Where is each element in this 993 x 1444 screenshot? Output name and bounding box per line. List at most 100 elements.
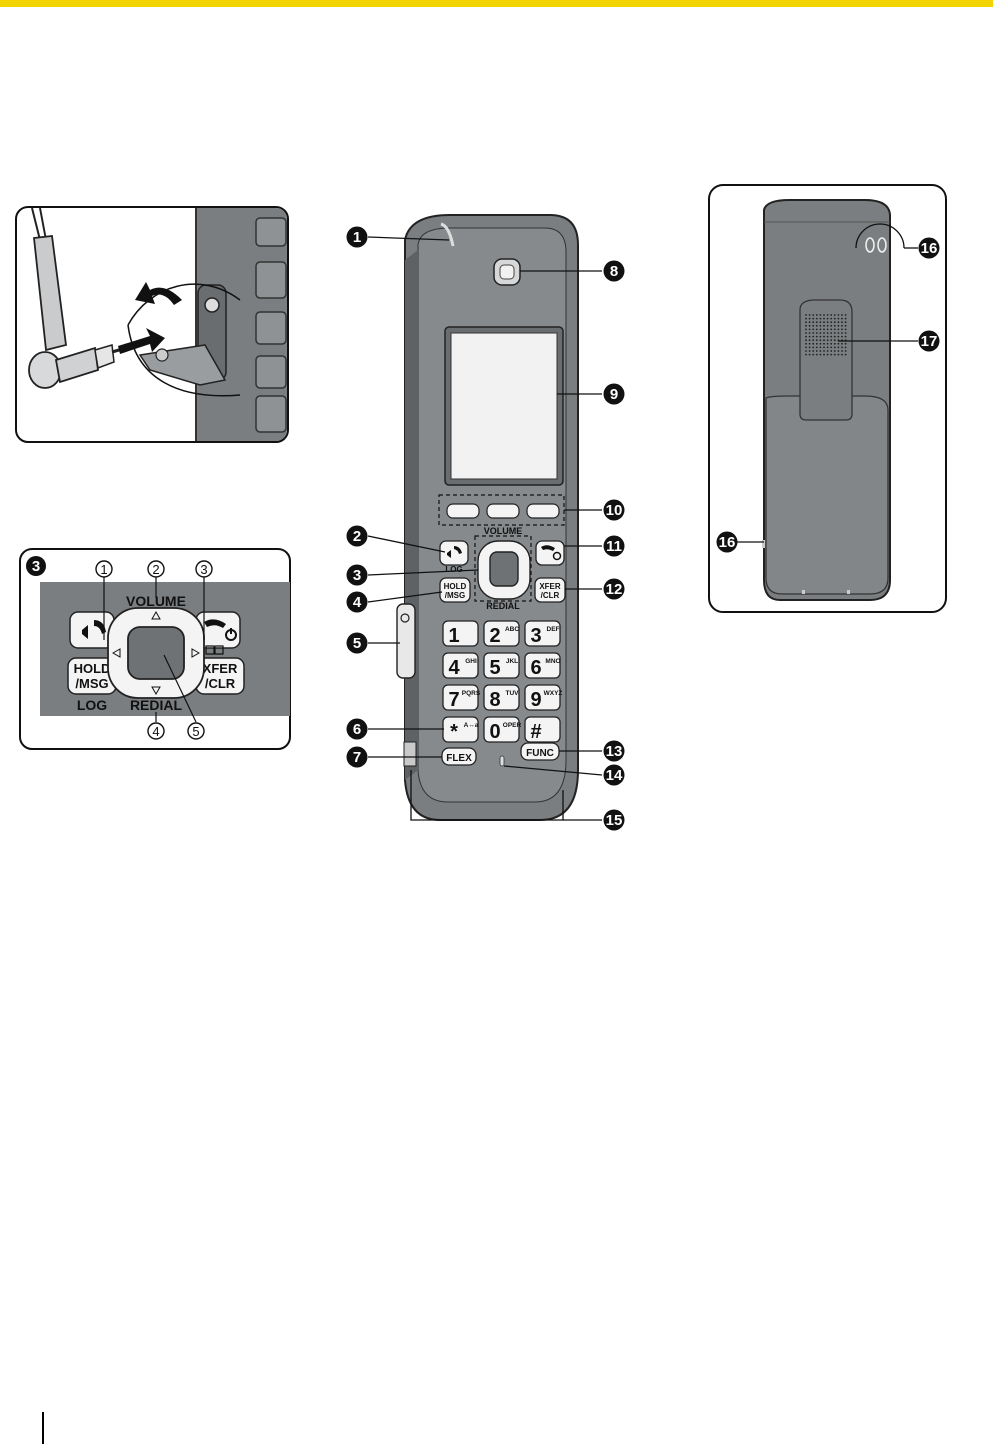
front-volume-label: VOLUME (484, 526, 523, 536)
callout-17: 17 (919, 331, 940, 352)
grill-hole (812, 321, 814, 323)
dialpad-digit: 4 (448, 657, 460, 679)
inset-point-1: 1 (100, 562, 107, 577)
dialpad-letters: MNO (545, 658, 560, 665)
grill-hole (823, 325, 825, 327)
grill-hole (820, 347, 822, 349)
grill-hole (830, 347, 832, 349)
grill-hole (809, 314, 811, 316)
callout-6: 6 (347, 719, 368, 740)
grill-hole (805, 347, 807, 349)
grill-hole (805, 343, 807, 345)
callout-number: 9 (610, 386, 618, 403)
grill-hole (827, 321, 829, 323)
grill-hole (838, 354, 840, 356)
grill-hole (812, 336, 814, 338)
dialpad-key: 7PQRS (443, 685, 481, 711)
grill-hole (823, 350, 825, 352)
dialpad-key: # (525, 717, 560, 743)
callout-number: 17 (921, 333, 938, 350)
grill-hole (809, 343, 811, 345)
grill-hole (834, 325, 836, 327)
callout-number: 12 (606, 581, 623, 598)
grill-hole (805, 332, 807, 334)
callout-14: 14 (604, 765, 625, 786)
inset-xfer-label: XFER (203, 661, 238, 676)
grill-hole (823, 329, 825, 331)
grill-hole (838, 318, 840, 320)
callout-number: 4 (353, 594, 362, 611)
dialpad-letters: ABC (505, 626, 519, 633)
grill-hole (823, 332, 825, 334)
grill-hole (838, 336, 840, 338)
grill-hole (809, 321, 811, 323)
grill-hole (845, 321, 847, 323)
dialpad-key: 3DEF (525, 621, 560, 647)
grill-hole (838, 332, 840, 334)
grill-hole (841, 318, 843, 320)
grill-hole (812, 329, 814, 331)
front-msg-label: /MSG (445, 591, 465, 600)
grill-hole (805, 336, 807, 338)
dialpad-digit: # (530, 721, 541, 743)
dialpad-letters: TUV (506, 690, 520, 697)
grill-hole (827, 336, 829, 338)
dialpad-digit: 6 (530, 657, 541, 679)
grill-hole (827, 343, 829, 345)
callout-16: 16 (717, 532, 738, 553)
front-hold-label: HOLD (444, 582, 467, 591)
inset-log-label: LOG (77, 697, 107, 713)
grill-hole (838, 321, 840, 323)
grill-hole (841, 321, 843, 323)
grill-hole (809, 318, 811, 320)
grill-hole (823, 339, 825, 341)
grill-hole (812, 314, 814, 316)
callout-number: 15 (606, 812, 623, 829)
grill-hole (830, 339, 832, 341)
grill-hole (816, 354, 818, 356)
dialpad-digit: 1 (448, 625, 459, 647)
dialpad-key: 2ABC (484, 621, 519, 647)
dialpad-key: 1 (443, 621, 478, 647)
grill-hole (830, 354, 832, 356)
dialpad-digit: 9 (530, 689, 541, 711)
dialpad-digit: * (450, 721, 458, 743)
grill-hole (838, 329, 840, 331)
grill-hole (816, 343, 818, 345)
dialpad-key: 8TUV (484, 685, 519, 711)
callout-number: 11 (606, 538, 622, 555)
grill-hole (816, 347, 818, 349)
flex-key-label: FLEX (446, 753, 472, 764)
grill-hole (823, 321, 825, 323)
callout-number: 1 (353, 229, 361, 246)
inset-point-2: 2 (152, 562, 159, 577)
inset-clr-label: /CLR (205, 676, 236, 691)
callout-2: 2 (347, 526, 368, 547)
callout-10: 10 (604, 500, 625, 521)
grill-hole (809, 347, 811, 349)
callout-3: 3 (347, 565, 368, 586)
grill-hole (805, 318, 807, 320)
grill-hole (830, 318, 832, 320)
grill-hole (830, 350, 832, 352)
dialpad-digit: 7 (448, 689, 459, 711)
inset-point-3: 3 (200, 562, 207, 577)
dialpad-digit: 3 (530, 625, 541, 647)
callout-16: 16 (919, 238, 940, 259)
grill-hole (838, 350, 840, 352)
grill-hole (841, 336, 843, 338)
grill-hole (805, 321, 807, 323)
grill-hole (805, 314, 807, 316)
grill-hole (834, 343, 836, 345)
grill-hole (820, 339, 822, 341)
grill-hole (838, 347, 840, 349)
grill-hole (805, 354, 807, 356)
dialpad-key: 5JKL (484, 653, 519, 679)
grill-hole (805, 325, 807, 327)
grill-hole (838, 325, 840, 327)
front-xfer-label: XFER (539, 582, 561, 591)
grill-hole (845, 332, 847, 334)
callout-number: 16 (921, 240, 938, 257)
inset-hold-label: HOLD (74, 661, 111, 676)
grill-hole (841, 350, 843, 352)
